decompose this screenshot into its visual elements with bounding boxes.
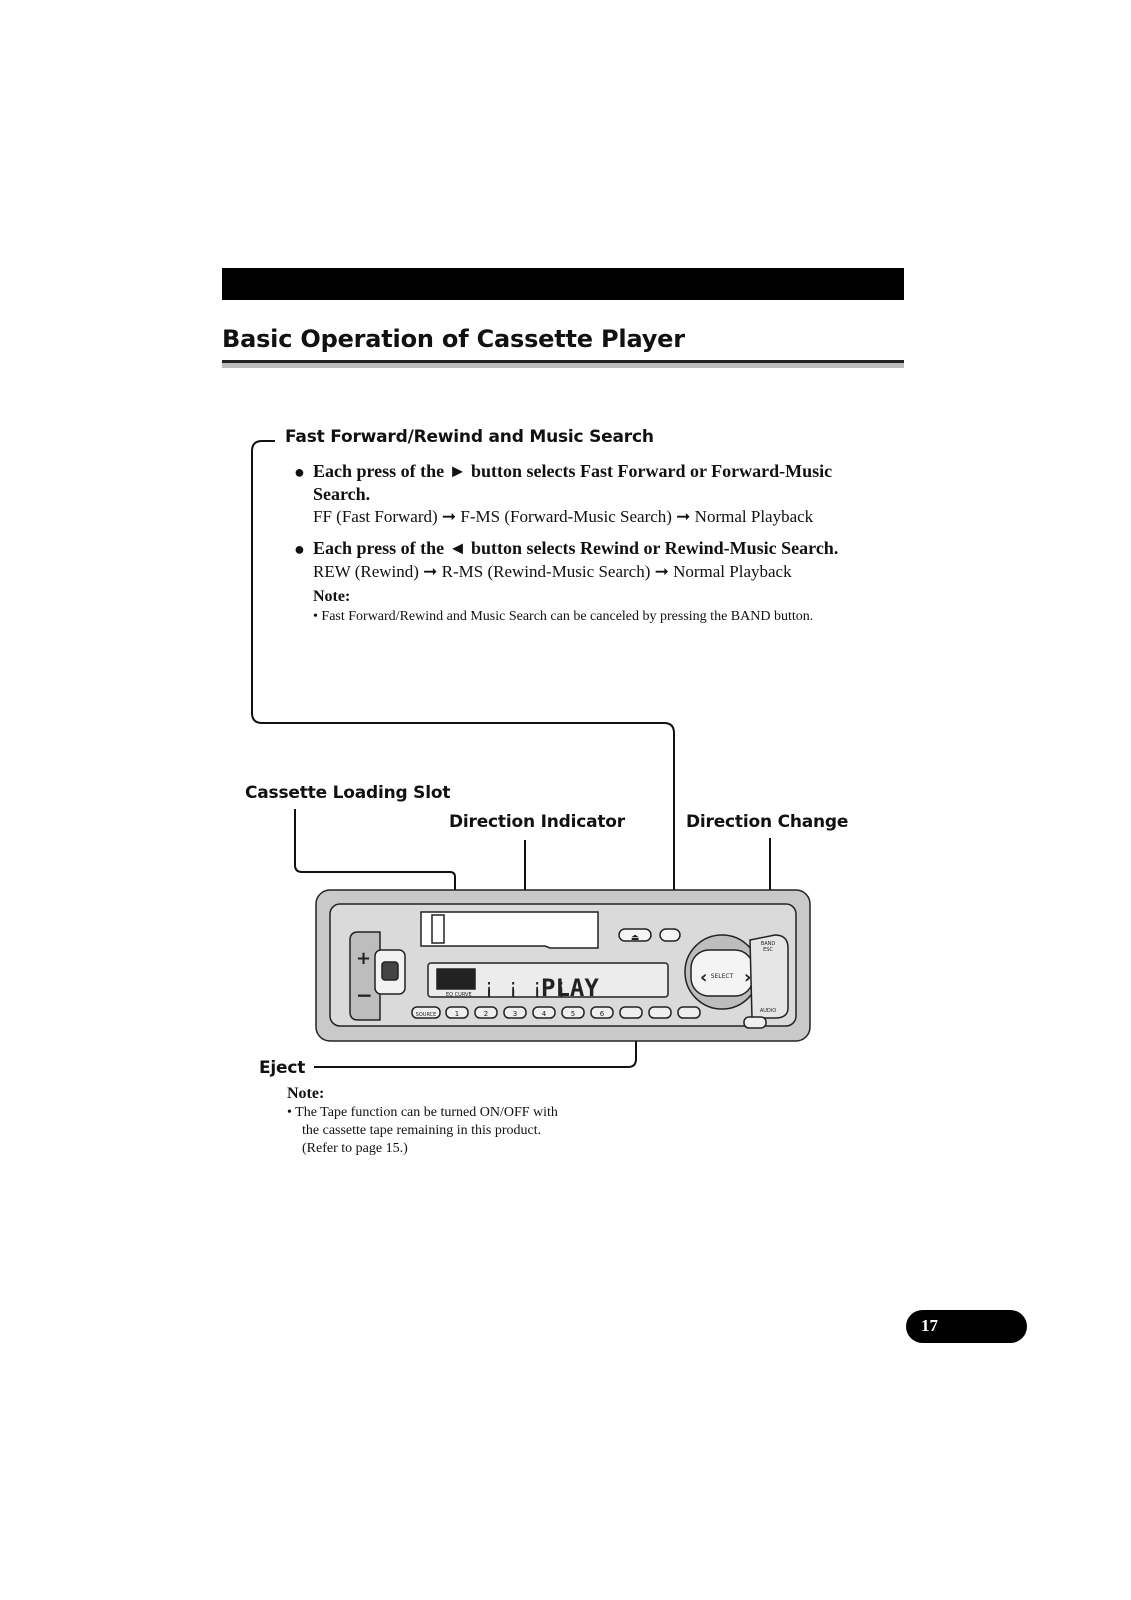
page-number: 17 xyxy=(921,1316,938,1335)
esc-label: ESC xyxy=(763,947,773,953)
preset-labels: 1 2 3 4 5 6 xyxy=(455,1010,605,1018)
callout-direction-change: Direction Change xyxy=(686,812,849,832)
head-unit xyxy=(315,889,811,1042)
volume-up-icon: + xyxy=(356,948,371,969)
ff-sequence: FF (Fast Forward) ➞ F-MS (Forward-Music … xyxy=(313,507,814,526)
source-label: SOURCE xyxy=(416,1012,437,1018)
bullet-dot: ● xyxy=(294,462,305,482)
band-label: BAND xyxy=(761,941,776,947)
callout-loading-slot: Cassette Loading Slot xyxy=(245,783,451,803)
header-bar xyxy=(222,268,904,300)
note-item: • Fast Forward/Rewind and Music Search c… xyxy=(313,609,814,624)
bottom-note-line: (Refer to page 15.) xyxy=(302,1141,408,1156)
callout-direction-indicator: Direction Indicator xyxy=(449,812,625,832)
ff-section-heading: Fast Forward/Rewind and Music Search xyxy=(285,427,654,447)
page-number-badge xyxy=(906,1310,1027,1343)
rewind-arrow-icon: ‹ xyxy=(700,967,707,988)
volume-down-icon: − xyxy=(356,983,373,1007)
ff-callout-line xyxy=(251,440,675,964)
head-unit-labels: + − ⏏ ¡ ¡ ¡ ¡ PLAY EQ CURVE SELECT ‹ › S… xyxy=(356,933,776,1018)
display-bars: ¡ ¡ ¡ ¡ xyxy=(483,974,567,998)
eq-curve-label: EQ CURVE xyxy=(446,992,472,998)
bottom-note: • The Tape function can be turned ON/OFF… xyxy=(287,1104,558,1158)
preset-button-label: 4 xyxy=(542,1010,547,1018)
preset-button-label: 5 xyxy=(571,1010,575,1018)
callout-eject: Eject xyxy=(259,1058,306,1078)
bottom-note-label: Note: xyxy=(287,1085,325,1102)
bullet-dot: ● xyxy=(294,539,305,559)
rew-bullet-text: Each press of the ◄ button selects Rewin… xyxy=(313,538,839,558)
note-label: Note: xyxy=(313,588,351,605)
select-label: SELECT xyxy=(711,973,734,980)
rew-sequence: REW (Rewind) ➞ R-MS (Rewind-Music Search… xyxy=(313,562,792,581)
slot-callout-line xyxy=(294,809,456,937)
bottom-note-line: the cassette tape remaining in this prod… xyxy=(302,1123,542,1138)
display-play-text: PLAY xyxy=(541,974,599,1002)
title-rule-shadow xyxy=(222,363,904,368)
audio-label: AUDIO xyxy=(760,1008,776,1014)
preset-button-label: 6 xyxy=(600,1010,605,1018)
eject-icon: ⏏ xyxy=(631,933,640,943)
preset-button-label: 3 xyxy=(513,1010,517,1018)
title-rule xyxy=(222,360,904,363)
preset-button-label: 1 xyxy=(455,1010,459,1018)
eject-callout-line xyxy=(314,946,637,1068)
ff-bullet-text: Each press of the ► button selects Fast … xyxy=(313,461,833,504)
forward-arrow-icon: › xyxy=(744,967,751,988)
page-title: Basic Operation of Cassette Player xyxy=(222,325,685,353)
bottom-note-line: • The Tape function can be turned ON/OFF… xyxy=(287,1105,558,1120)
preset-button-label: 2 xyxy=(484,1010,488,1018)
